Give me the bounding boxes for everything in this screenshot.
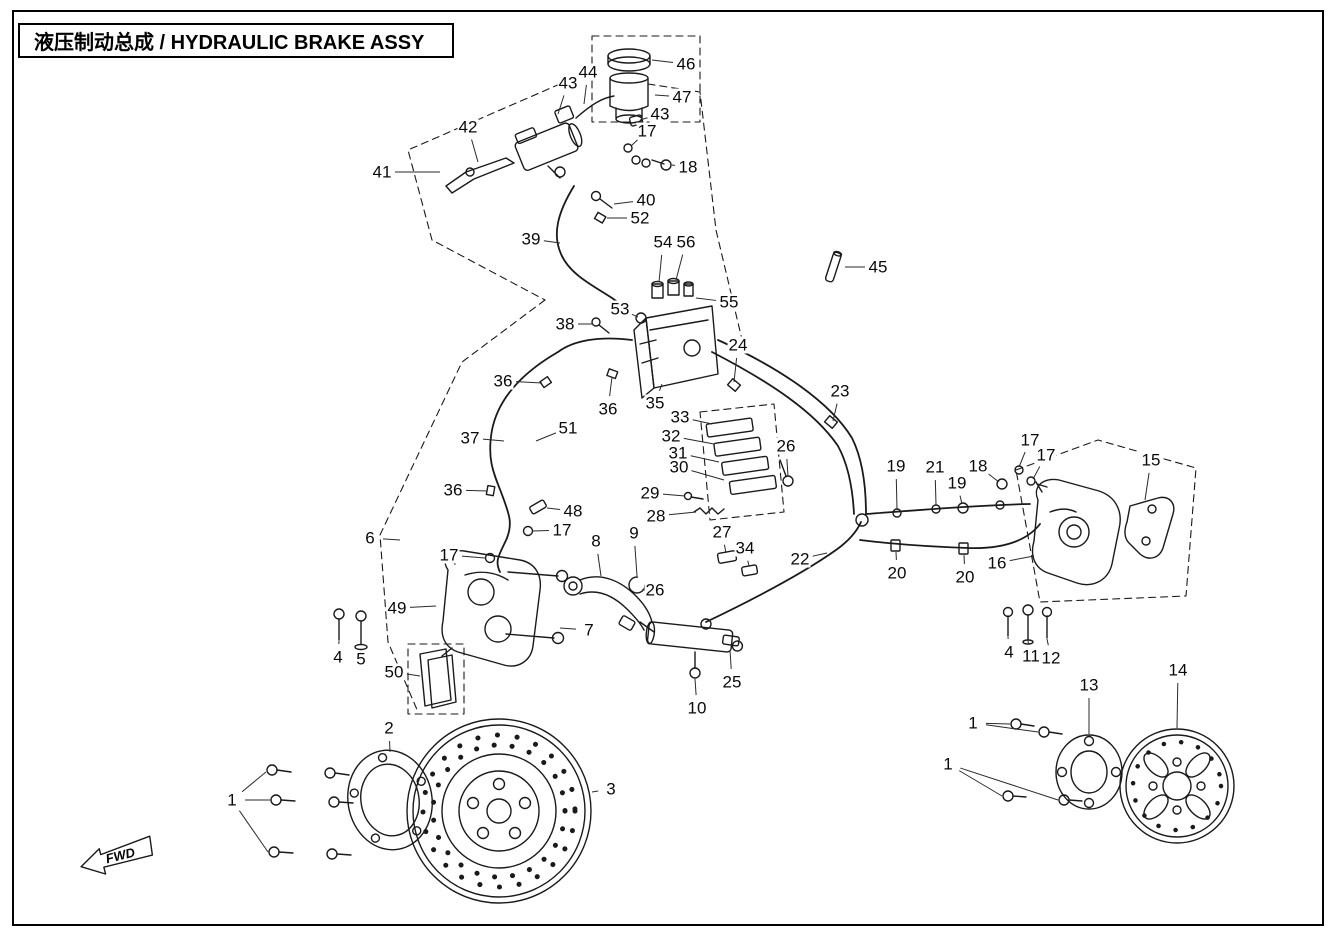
part-callout-15: 15	[1140, 450, 1162, 470]
part-callout-48: 48	[562, 501, 584, 521]
part-callout-19: 19	[946, 473, 968, 493]
part-callout-49: 49	[386, 598, 408, 618]
brake-lines-drawing	[489, 185, 1041, 623]
part-callout-21: 21	[924, 457, 946, 477]
part-callout-32: 32	[660, 426, 682, 446]
rear-caliper-drawing	[1031, 478, 1175, 586]
front-brake-disc-drawing	[406, 718, 592, 904]
dashed-group-boundaries	[379, 35, 1197, 715]
part-callout-6: 6	[364, 528, 376, 548]
part-callout-20: 20	[886, 563, 908, 583]
part-callout-27: 27	[711, 522, 733, 542]
part-callout-1: 1	[942, 754, 954, 774]
part-callout-3: 3	[605, 779, 617, 799]
part-callout-44: 44	[577, 62, 599, 82]
part-callout-12: 12	[1040, 648, 1062, 668]
part-callout-40: 40	[635, 190, 657, 210]
part-callout-24: 24	[727, 335, 749, 355]
mounting-bolts-front	[266, 764, 354, 860]
part-callout-42: 42	[457, 117, 479, 137]
part-callout-7: 7	[583, 620, 595, 640]
part-callout-4: 4	[1003, 642, 1015, 662]
part-callout-17: 17	[551, 520, 573, 540]
part-callout-10: 10	[686, 698, 708, 718]
part-callout-50: 50	[383, 662, 405, 682]
part-callout-26: 26	[775, 436, 797, 456]
part-callout-18: 18	[677, 157, 699, 177]
part-callout-45: 45	[867, 257, 889, 277]
part-callout-9: 9	[628, 523, 640, 543]
part-callout-38: 38	[554, 314, 576, 334]
rear-master-cylinder-drawing	[563, 576, 744, 679]
title-box: 液压制动总成 / HYDRAULIC BRAKE ASSY	[18, 23, 454, 58]
part-callout-1: 1	[226, 790, 238, 810]
part-callout-53: 53	[609, 299, 631, 319]
part-callout-35: 35	[644, 393, 666, 413]
left-bolts-drawing	[333, 608, 368, 651]
part-callout-34: 34	[734, 538, 756, 558]
part-callout-36: 36	[492, 371, 514, 391]
part-callout-29: 29	[639, 483, 661, 503]
part-callout-20: 20	[954, 567, 976, 587]
part-callout-18: 18	[967, 456, 989, 476]
part-callout-39: 39	[520, 229, 542, 249]
fwd-arrow: FWD	[80, 835, 154, 875]
part-callout-36: 36	[442, 480, 464, 500]
part-callout-2: 2	[383, 718, 395, 738]
page-title: 液压制动总成 / HYDRAULIC BRAKE ASSY	[34, 32, 425, 54]
brake-pads-drawing	[705, 417, 778, 495]
part-callout-16: 16	[986, 553, 1008, 573]
part-callout-8: 8	[590, 531, 602, 551]
rear-sensor-bolts-drawing	[1002, 604, 1053, 645]
part-callout-36: 36	[597, 399, 619, 419]
part-callout-43: 43	[649, 104, 671, 124]
part-callout-41: 41	[371, 162, 393, 182]
part-callout-46: 46	[675, 54, 697, 74]
part-callout-17: 17	[438, 545, 460, 565]
part-callout-26: 26	[644, 580, 666, 600]
part-callout-28: 28	[645, 506, 667, 526]
part-callout-52: 52	[629, 208, 651, 228]
part-callout-4: 4	[332, 647, 344, 667]
part-callout-54: 54	[652, 232, 674, 252]
part-callout-47: 47	[671, 87, 693, 107]
part-callout-23: 23	[829, 381, 851, 401]
part-callout-13: 13	[1078, 675, 1100, 695]
part-callout-25: 25	[721, 672, 743, 692]
part-callout-31: 31	[667, 443, 689, 463]
part-callout-17: 17	[1035, 445, 1057, 465]
part-callout-43: 43	[557, 73, 579, 93]
part-callout-19: 19	[885, 456, 907, 476]
part-callout-14: 14	[1167, 660, 1189, 680]
front-caliper-drawing	[419, 550, 569, 709]
abs-module-drawing	[633, 277, 719, 399]
part-callout-17: 17	[1019, 430, 1041, 450]
pin-drawing	[824, 250, 843, 283]
part-callout-22: 22	[789, 549, 811, 569]
mounting-bolts-rear	[1002, 718, 1083, 806]
part-callout-37: 37	[459, 428, 481, 448]
part-callout-56: 56	[675, 232, 697, 252]
rear-adapter-hub-drawing	[1055, 734, 1123, 810]
part-callout-11: 11	[1021, 646, 1041, 666]
part-callout-5: 5	[355, 649, 367, 669]
part-callout-1: 1	[967, 713, 979, 733]
fwd-label: FWD	[104, 844, 137, 866]
part-callout-17: 17	[636, 121, 658, 141]
reservoir-drawing	[607, 48, 651, 124]
part-callout-55: 55	[718, 292, 740, 312]
part-callout-33: 33	[669, 407, 691, 427]
front-adapter-ring-drawing	[347, 749, 433, 851]
part-callout-51: 51	[557, 418, 579, 438]
line-fittings-drawing	[484, 312, 1048, 564]
part-callout-30: 30	[668, 457, 690, 477]
